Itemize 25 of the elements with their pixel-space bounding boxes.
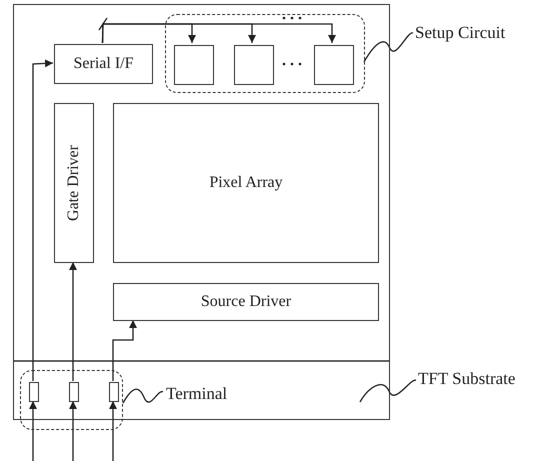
arrow bbox=[69, 262, 77, 381]
arrow bbox=[112, 320, 137, 381]
terminal-pad bbox=[69, 382, 79, 402]
circuit-block: Gate Driver bbox=[54, 103, 94, 263]
arrow bbox=[32, 59, 54, 381]
arrow bbox=[102, 23, 336, 44]
circuit-block bbox=[234, 45, 274, 85]
panel-outline bbox=[13, 4, 390, 420]
dashed-group-outline bbox=[165, 14, 365, 93]
callout-text: Terminal bbox=[166, 381, 256, 407]
arrow bbox=[109, 401, 117, 461]
arrow bbox=[69, 401, 77, 461]
circuit-block: Pixel Array bbox=[113, 103, 379, 263]
terminal-pad bbox=[29, 382, 39, 402]
arrow bbox=[29, 401, 37, 461]
leader-line bbox=[122, 388, 164, 404]
leader-line bbox=[363, 32, 414, 62]
callout-text: TFT Substrate bbox=[418, 366, 538, 392]
callout-text: Setup Circuit bbox=[415, 20, 525, 46]
circuit-block: Source Driver bbox=[113, 283, 379, 321]
dashed-group-outline bbox=[20, 370, 123, 430]
circuit-block bbox=[314, 45, 354, 85]
terminal-pad bbox=[109, 382, 119, 402]
circuit-block bbox=[174, 45, 214, 85]
circuit-block: Serial I/F bbox=[54, 44, 153, 84]
